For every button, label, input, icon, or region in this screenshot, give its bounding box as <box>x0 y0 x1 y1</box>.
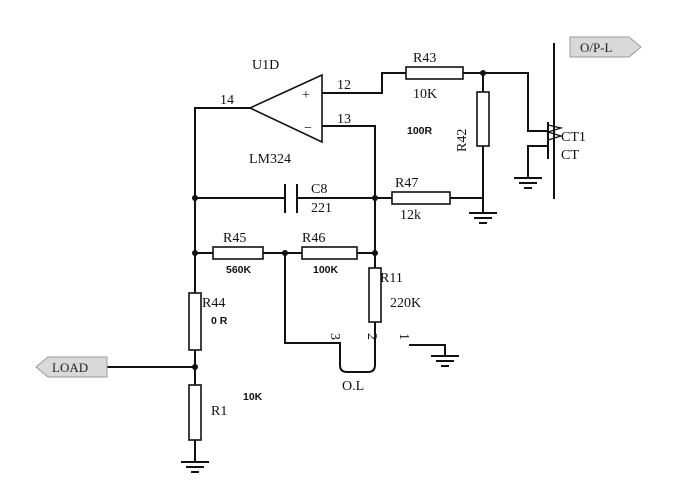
resistor-r42: R42 100R <box>407 91 490 152</box>
r44-ref: R44 <box>202 296 225 311</box>
opamp-pin-plus: 12 <box>337 78 351 93</box>
r44-value: 0 R <box>211 315 228 327</box>
opamp-plus-sign: + <box>302 88 310 103</box>
port-load-arrow <box>35 356 108 378</box>
ol-pin-3: 3 <box>327 333 342 340</box>
ol-pin-1: 1 <box>396 333 411 340</box>
junction-dot <box>372 250 378 256</box>
junction-dot <box>372 195 378 201</box>
wire-pin12 <box>321 72 407 94</box>
port-load: LOAD <box>35 356 108 378</box>
r42-body <box>476 91 490 147</box>
r45-value: 560K <box>226 264 252 276</box>
junction-dot <box>282 250 288 256</box>
overload-connector: 3 2 1 O.L <box>327 333 411 394</box>
junction-dot <box>192 195 198 201</box>
r46-body <box>301 246 358 260</box>
resistor-r46: R46 100K <box>301 231 358 276</box>
r42-ref: R42 <box>455 129 470 152</box>
ol-connector-body <box>339 354 376 373</box>
wire-ol-pin3 <box>284 252 341 356</box>
wire-ol-pin1 <box>409 344 446 357</box>
wire-pin13 <box>321 125 376 199</box>
ct1-type: CT <box>561 148 579 163</box>
port-op-l-label: O/P-L <box>580 40 613 55</box>
r43-body <box>405 66 464 80</box>
c8-ref: C8 <box>311 182 327 197</box>
wire-output-feedback <box>194 107 251 199</box>
ct1-coil <box>545 124 564 141</box>
r43-ref: R43 <box>413 51 436 66</box>
current-transformer-ct1: CT1 CT <box>527 43 586 199</box>
ct1-ref: CT1 <box>561 130 586 145</box>
ol-label: O.L <box>342 379 364 394</box>
r42-value: 100R <box>407 125 433 137</box>
r1-body <box>188 384 202 441</box>
port-load-label: LOAD <box>52 360 88 375</box>
junction-dot <box>192 250 198 256</box>
resistor-r47: R47 12k <box>391 176 451 223</box>
resistor-r44: R44 0 R <box>188 292 228 351</box>
resistor-r43: R43 10K <box>405 51 464 102</box>
r45-body <box>212 246 264 260</box>
resistor-r45: R45 560K <box>212 231 264 276</box>
opamp-minus-sign: − <box>304 121 312 136</box>
r11-ref: R11 <box>380 271 403 286</box>
r47-value: 12k <box>400 208 421 223</box>
capacitor-c8: C8 221 <box>284 182 332 216</box>
junctions <box>192 70 486 370</box>
ol-pin-2: 2 <box>364 333 379 340</box>
r46-value: 100K <box>313 264 339 276</box>
r44-body <box>188 292 202 351</box>
r47-body <box>391 191 451 205</box>
wire-to-ct1 <box>482 72 549 132</box>
r47-ref: R47 <box>395 176 418 191</box>
port-op-l-arrow <box>569 36 642 58</box>
ground-symbol-r47 <box>469 212 497 224</box>
resistor-r11: R11 220K <box>368 267 421 323</box>
ground-symbol-ol <box>431 355 459 367</box>
r45-ref: R45 <box>223 231 246 246</box>
r43-value: 10K <box>413 87 437 102</box>
r11-value: 220K <box>390 296 421 311</box>
resistor-r1: R1 10K <box>188 384 263 441</box>
opamp-part: LM324 <box>249 152 291 167</box>
r1-ref: R1 <box>211 404 227 419</box>
opamp-ref: U1D <box>252 58 279 73</box>
opamp-pin-out: 14 <box>220 93 234 108</box>
ground-symbol-ct1 <box>514 177 542 189</box>
junction-dot <box>192 364 198 370</box>
opamp-u1d: + − U1D LM324 14 12 13 <box>220 58 351 167</box>
junction-dot <box>480 70 486 76</box>
r11-body <box>368 267 382 323</box>
port-op-l: O/P-L <box>569 36 642 58</box>
ground-symbol-r1 <box>181 461 209 473</box>
r1-value: 10K <box>243 391 263 403</box>
opamp-symbol <box>248 73 323 144</box>
r46-ref: R46 <box>302 231 325 246</box>
ct1-ground-wire <box>527 145 549 179</box>
wires <box>106 72 549 463</box>
c8-value: 221 <box>311 201 332 216</box>
opamp-pin-minus: 13 <box>337 112 351 127</box>
